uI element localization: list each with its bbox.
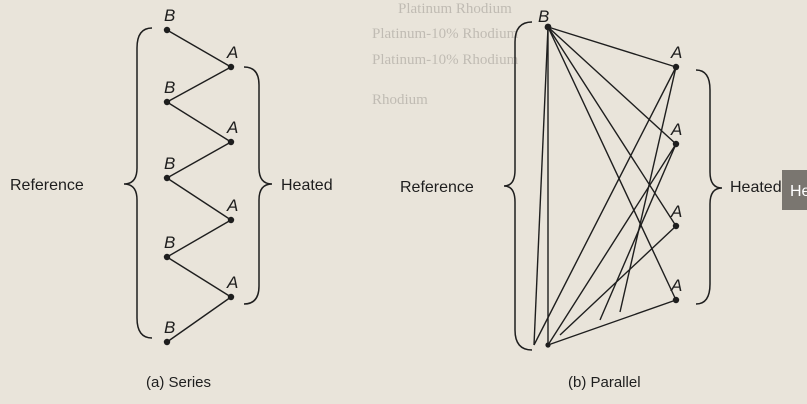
series-node-labels: B A B A B A B A B (164, 6, 238, 337)
background-line: Rhodium (372, 92, 428, 108)
parallel-return-wire (547, 299, 677, 346)
series-node-label: B (164, 78, 175, 97)
parallel-return-wire (559, 225, 677, 336)
series-heated-label: Heated (281, 177, 333, 194)
series-junction-dot (163, 338, 171, 346)
side-tab-background (782, 170, 807, 210)
series-junction-dot (227, 138, 235, 146)
series-wires (166, 29, 232, 343)
series-wire (166, 219, 232, 258)
parallel-return-wire (619, 66, 677, 313)
parallel-right-brace (695, 69, 723, 305)
background-line: Platinum-10% Rhodium (372, 26, 519, 42)
series-wire (166, 66, 232, 103)
series-junctions (163, 26, 235, 346)
parallel-wire (547, 26, 677, 145)
parallel-junction-dot (672, 140, 680, 148)
series-left-brace (123, 27, 153, 339)
series-junction-dot (163, 174, 171, 182)
series-right-brace (243, 66, 273, 305)
parallel-node-label: A (670, 276, 682, 295)
parallel-return-wire (599, 143, 677, 321)
background-line: Platinum-10% Rhodium (372, 52, 519, 68)
parallel-wire (533, 26, 549, 346)
series-node-label: A (226, 43, 238, 62)
parallel-node-label: A (670, 202, 682, 221)
parallel-heated-label: Heated (730, 179, 782, 196)
series-junction-dot (163, 253, 171, 261)
series-wire (166, 177, 232, 221)
series-node-label: B (164, 233, 175, 252)
parallel-return-wire (547, 143, 677, 346)
background-line: Platinum Rhodium (398, 1, 512, 17)
parallel-wire (547, 26, 677, 301)
series-wire (166, 296, 232, 343)
series-caption: (a) Series (146, 374, 211, 391)
series-junction-dot (163, 98, 171, 106)
series-diagram: B A B A B A B A B Reference Heated (a) Series (10, 6, 333, 391)
series-node-label: B (164, 318, 175, 337)
parallel-reference-label: Reference (400, 179, 474, 196)
series-wire (166, 101, 232, 143)
series-junction-dot (227, 63, 235, 71)
parallel-left-brace (503, 21, 533, 351)
parallel-node-label: A (670, 120, 682, 139)
parallel-node-label: B (538, 7, 549, 26)
parallel-caption: (b) Parallel (568, 374, 641, 391)
parallel-node-labels: B A A A A (538, 7, 682, 295)
parallel-return-wire (533, 66, 677, 346)
side-tab-label: Heated (790, 183, 807, 200)
series-node-label: B (164, 154, 175, 173)
series-wire (166, 256, 232, 298)
parallel-wire (547, 26, 677, 68)
background-print: Platinum Rhodium Platinum-10% Rhodium Pl… (372, 1, 519, 108)
parallel-junction-dot (544, 23, 552, 31)
series-node-label: A (226, 273, 238, 292)
parallel-junctions (544, 23, 680, 348)
parallel-junction-dot (672, 222, 680, 230)
series-reference-label: Reference (10, 177, 84, 194)
parallel-junction-dot (672, 63, 680, 71)
series-node-label: A (226, 118, 238, 137)
series-wire (166, 29, 232, 68)
parallel-wires (533, 26, 677, 346)
series-node-label: B (164, 6, 175, 25)
side-tab: Heated (782, 170, 807, 210)
series-junction-dot (227, 216, 235, 224)
series-wire (166, 141, 232, 179)
series-junction-dot (163, 26, 171, 34)
series-node-label: A (226, 196, 238, 215)
parallel-node-label: A (670, 43, 682, 62)
parallel-diagram: B A A A A Reference Heated (b) Parallel (400, 7, 782, 391)
parallel-junction-dot (672, 296, 680, 304)
series-junction-dot (227, 293, 235, 301)
parallel-junction-dot (545, 342, 551, 348)
